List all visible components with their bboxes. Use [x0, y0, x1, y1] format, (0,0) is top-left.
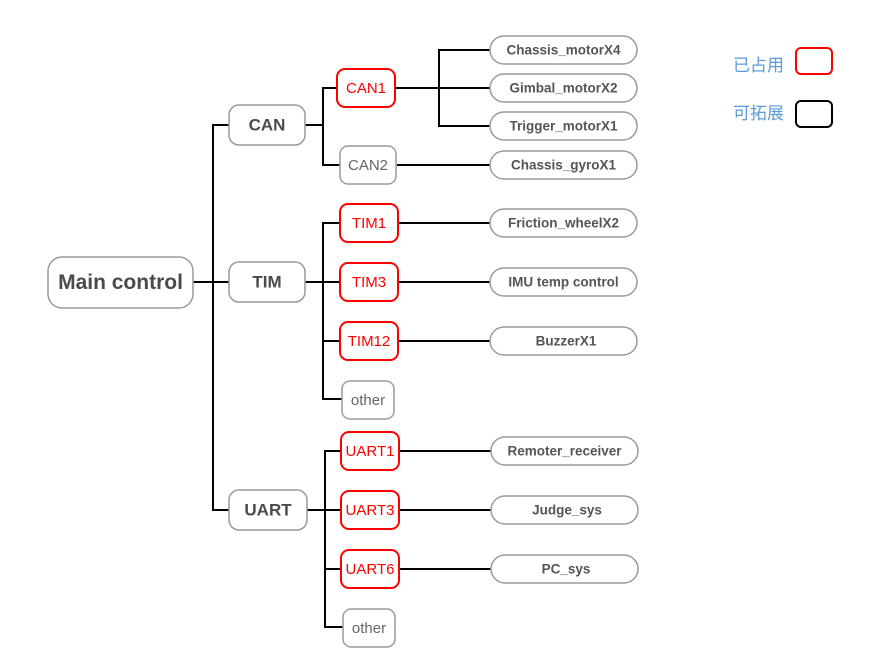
peripheral-tim-other-box — [341, 380, 395, 420]
leaf-chassis-motor-label: Chassis_motorX4 — [506, 43, 621, 58]
leaf-gimbal-motor-label: Gimbal_motorX2 — [509, 81, 617, 96]
peripheral-uart-other-box — [342, 608, 396, 648]
bus-can-box — [228, 104, 306, 146]
legend-occupied-swatch — [795, 47, 833, 75]
legend-item-occupied: 已占用 — [733, 47, 833, 76]
node-bus-can[interactable]: CAN — [228, 104, 306, 146]
node-peripheral-tim3[interactable]: TIM3 — [339, 262, 399, 302]
legend-expandable-swatch — [795, 100, 833, 128]
leaf-chassis-motor-box — [489, 35, 638, 65]
leaf-imu-temp-control-label: IMU temp control — [508, 275, 618, 290]
peripheral-tim-other-label: other — [351, 392, 385, 409]
node-leaf-imu-temp-control[interactable]: IMU temp control — [489, 267, 638, 297]
node-peripheral-tim1[interactable]: TIM1 — [339, 203, 399, 243]
leaf-chassis-gyro-label: Chassis_gyroX1 — [511, 158, 617, 173]
leaf-trigger-motor-box — [489, 111, 638, 141]
peripheral-uart3-label: UART3 — [346, 502, 395, 519]
leaf-buzzer-box — [489, 326, 638, 356]
node-peripheral-can1[interactable]: CAN1 — [336, 68, 396, 108]
peripheral-uart-other-label: other — [352, 620, 386, 637]
leaf-remoter-receiver-label: Remoter_receiver — [507, 444, 622, 459]
node-main-control[interactable]: Main control — [47, 256, 194, 309]
edge-layer — [192, 49, 492, 628]
node-peripheral-uart3[interactable]: UART3 — [340, 490, 400, 530]
peripheral-uart3-box — [340, 490, 400, 530]
peripheral-uart6-box — [340, 549, 400, 589]
peripheral-tim3-box — [339, 262, 399, 302]
legend-item-expandable: 可拓展 — [733, 100, 833, 128]
leaf-buzzer-label: BuzzerX1 — [536, 334, 597, 349]
legend: 已占用 可拓展 — [733, 47, 833, 128]
leaf-judge-sys-label: Judge_sys — [532, 503, 602, 518]
leaf-chassis-gyro-box — [489, 150, 638, 180]
legend-occupied-label: 已占用 — [733, 56, 784, 76]
peripheral-uart1-box — [340, 431, 400, 471]
node-peripheral-can2[interactable]: CAN2 — [339, 145, 397, 185]
bus-uart-label: UART — [244, 500, 292, 519]
node-leaf-chassis-motor[interactable]: Chassis_motorX4 — [489, 35, 638, 65]
bus-tim-label: TIM — [252, 272, 281, 291]
peripheral-tim12-label: TIM12 — [348, 333, 391, 350]
node-leaf-judge-sys[interactable]: Judge_sys — [490, 495, 639, 525]
peripheral-tim3-label: TIM3 — [352, 274, 386, 291]
node-bus-tim[interactable]: TIM — [228, 261, 306, 303]
peripheral-uart1-label: UART1 — [346, 443, 395, 460]
node-leaf-gimbal-motor[interactable]: Gimbal_motorX2 — [489, 73, 638, 103]
node-peripheral-tim12[interactable]: TIM12 — [339, 321, 399, 361]
main-control-label: Main control — [58, 271, 183, 294]
peripheral-can1-label: CAN1 — [346, 80, 386, 97]
node-peripheral-uart1[interactable]: UART1 — [340, 431, 400, 471]
node-leaf-friction-wheel[interactable]: Friction_wheelX2 — [489, 208, 638, 238]
leaf-trigger-motor-label: Trigger_motorX1 — [509, 119, 618, 134]
node-leaf-chassis-gyro[interactable]: Chassis_gyroX1 — [489, 150, 638, 180]
peripheral-uart6-label: UART6 — [346, 561, 395, 578]
bus-tim-box — [228, 261, 306, 303]
node-peripheral-tim-other[interactable]: other — [341, 380, 395, 420]
node-leaf-trigger-motor[interactable]: Trigger_motorX1 — [489, 111, 638, 141]
main-control-box — [47, 256, 194, 309]
peripheral-tim12-box — [339, 321, 399, 361]
leaf-friction-wheel-box — [489, 208, 638, 238]
peripheral-can2-label: CAN2 — [348, 157, 388, 174]
bus-uart-box — [228, 489, 308, 531]
node-peripheral-uart-other[interactable]: other — [342, 608, 396, 648]
leaf-imu-temp-control-box — [489, 267, 638, 297]
leaf-judge-sys-box — [490, 495, 639, 525]
leaf-friction-wheel-label: Friction_wheelX2 — [508, 216, 619, 231]
node-leaf-remoter-receiver[interactable]: Remoter_receiver — [490, 436, 639, 466]
node-bus-uart[interactable]: UART — [228, 489, 308, 531]
peripheral-can1-box — [336, 68, 396, 108]
leaf-pc-sys-box — [490, 554, 639, 584]
leaf-remoter-receiver-box — [490, 436, 639, 466]
peripheral-can2-box — [339, 145, 397, 185]
node-leaf-pc-sys[interactable]: PC_sys — [490, 554, 639, 584]
peripheral-tim1-label: TIM1 — [352, 215, 386, 232]
bus-can-label: CAN — [249, 115, 286, 134]
leaf-gimbal-motor-box — [489, 73, 638, 103]
legend-expandable-label: 可拓展 — [733, 104, 784, 124]
node-leaf-buzzer[interactable]: BuzzerX1 — [489, 326, 638, 356]
leaf-pc-sys-label: PC_sys — [542, 562, 591, 577]
node-peripheral-uart6[interactable]: UART6 — [340, 549, 400, 589]
peripheral-tim1-box — [339, 203, 399, 243]
